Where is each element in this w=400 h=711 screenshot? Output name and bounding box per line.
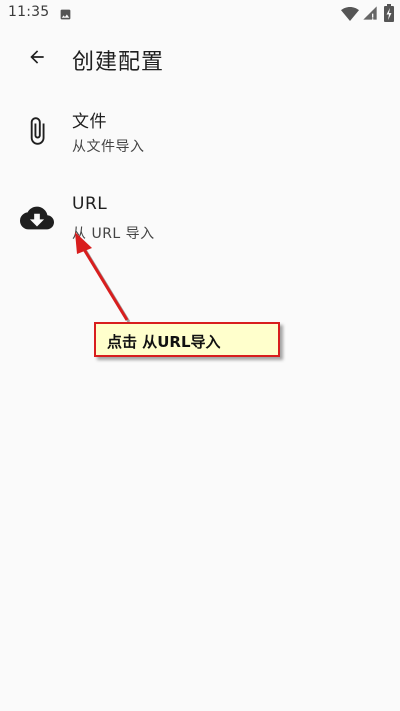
import-from-url-option[interactable]: URL 从 URL 导入 xyxy=(0,177,400,261)
arrow-back-icon xyxy=(27,47,47,71)
import-from-file-option[interactable]: 文件 从文件导入 xyxy=(0,90,400,174)
annotation-callout: 点击 从URL导入 xyxy=(94,322,280,357)
signal-icon xyxy=(362,5,378,25)
option-subtitle: 从文件导入 xyxy=(72,139,145,155)
cloud-download-icon xyxy=(18,199,56,237)
wifi-icon xyxy=(341,6,359,25)
battery-icon xyxy=(384,4,394,26)
page-title: 创建配置 xyxy=(72,50,165,75)
option-title: 文件 xyxy=(72,112,107,132)
option-title: URL xyxy=(72,194,108,214)
option-subtitle: 从 URL 导入 xyxy=(72,226,155,242)
image-icon xyxy=(59,6,72,25)
app-bar: 创建配置 xyxy=(0,34,400,84)
paperclip-icon xyxy=(18,112,56,150)
status-time: 11:35 xyxy=(8,4,50,20)
status-bar: 11:35 xyxy=(0,0,400,28)
back-button[interactable] xyxy=(20,42,54,76)
